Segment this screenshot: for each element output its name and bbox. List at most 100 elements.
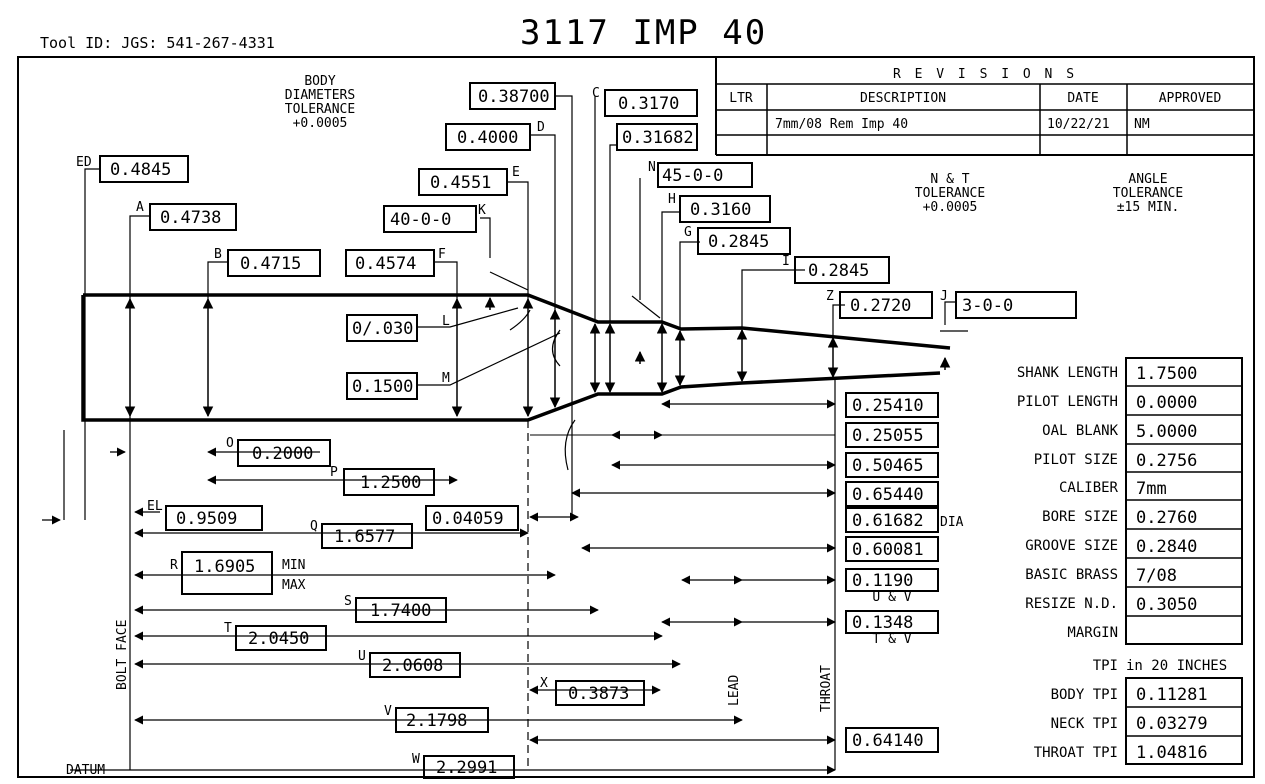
tpi-label: THROAT TPI [1034,745,1118,761]
tool-id: Tool ID: JGS: 541-267-4331 [40,34,275,52]
dia-label: DIA [940,515,964,530]
callout-letter: O [226,436,234,451]
callout-box [425,505,519,531]
tpi-header-label: TPI [1093,658,1118,674]
leader-lines [63,95,956,770]
callout-letter: H [668,192,676,207]
length-arrows [42,399,836,775]
spec-value: 0.2756 [1136,451,1197,471]
callout-box [845,536,939,562]
callout-box [555,680,645,706]
callout-box [469,82,556,110]
callout-box [149,203,237,231]
revisions-title: R E V I S I O N S [893,67,1077,82]
callout-value: 1.7400 [370,601,431,621]
tpi-value: 0.03279 [1136,714,1208,734]
callout-value: 0.3170 [618,94,679,114]
angle-arrows [484,296,951,370]
spec-table: SHANK LENGTH 1.7500 PILOT LENGTH 0.0000 … [1017,357,1243,765]
rev-header-approved: APPROVED [1159,91,1222,106]
callout-box [839,291,933,319]
revisions-table: R E V I S I O N S LTR DESCRIPTION DATE A… [715,57,1254,156]
callout-box [235,625,327,651]
callout-box [355,597,447,623]
rev-header-ltr: LTR [729,91,753,106]
callout-value: 0.2720 [850,296,911,316]
callout-value: 1.2500 [360,473,421,493]
callout-box [845,452,939,478]
callout-value: 0.4715 [240,254,301,274]
callout-value: 3-0-0 [962,296,1013,316]
spec-label: SHANK LENGTH [1017,365,1118,381]
tpi-value: 1.04816 [1136,743,1208,763]
callout-value: 0.1190 [852,571,913,591]
callout-box [616,123,698,151]
callout-box [369,652,461,678]
rev-row-description: 7mm/08 Rem Imp 40 [775,117,908,132]
note-line: BODY [304,74,335,89]
spec-label: GROOVE SIZE [1025,538,1118,554]
axis-labels: BOLT FACE LEAD THROAT DATUM [66,620,834,778]
rev-header-description: DESCRIPTION [860,91,946,106]
callout-letter: R [170,558,178,573]
callout-letter: S [344,594,352,609]
callout-box [657,162,753,188]
callout-value: 45-0-0 [662,166,723,186]
callout-box [418,168,508,196]
spec-value: 7/08 [1136,566,1177,586]
callout-box [845,568,939,592]
spec-value: 0.0000 [1136,393,1197,413]
part-title: 3117 IMP 40 [520,13,767,53]
diameter-arrows [124,297,839,418]
callout-letter: U [358,649,366,664]
callout-letter: X [540,676,548,691]
body-tolerance-note: BODY DIAMETERS TOLERANCE +0.0005 [285,74,355,131]
callout-value: 0.31682 [622,128,694,148]
tv-label: T & V [872,632,911,647]
spec-label: PILOT SIZE [1034,452,1118,468]
callout-letter: Q [310,519,318,534]
datum-label: DATUM [66,763,105,778]
callout-letter: K [478,203,486,218]
rev-row-date: 10/22/21 [1047,117,1110,132]
note-line: TOLERANCE [1113,186,1183,201]
callout-box [227,249,321,277]
callout-value: 0.1500 [352,377,413,397]
rev-header-date: DATE [1067,91,1098,106]
callout-value: 0.3873 [568,684,629,704]
callout-box [845,392,939,418]
callout-letter: G [684,225,692,240]
callout-min-label: MIN [282,558,305,573]
callout-box [845,610,939,634]
callout-box [181,551,273,595]
callout-value: 0.2845 [708,232,769,252]
note-line: ±15 MIN. [1117,200,1180,215]
callout-box [346,372,418,400]
tpi-value: 0.11281 [1136,685,1208,705]
callout-box [99,155,189,183]
callout-box [697,227,791,255]
callout-box [845,481,939,507]
callout-box [237,439,331,467]
callout-box [343,468,435,496]
spec-value: 0.2840 [1136,537,1197,557]
callout-value: 0.2000 [252,444,313,464]
spec-value: 5.0000 [1136,422,1197,442]
spec-label: MARGIN [1067,625,1118,641]
callout-value: 40-0-0 [390,210,451,230]
callout-letter: P [330,465,338,480]
callout-letter: EL [147,499,163,514]
callout-value: 2.2991 [436,758,497,778]
callout-letter: J [940,289,948,304]
rev-row-approved: NM [1134,117,1150,132]
throat-label: THROAT [819,665,834,712]
callouts: ED 0.4845 A 0.4738 B 0.4715 0.4574 F 0.4… [76,82,1077,400]
callout-value: 0.50465 [852,456,924,476]
callout-value: 0.61682 [852,511,924,531]
bolt-face-label: BOLT FACE [115,620,130,690]
drawing-frame [17,56,1255,778]
callout-value: 0.4574 [355,254,416,274]
callout-value: 0.64140 [852,731,924,751]
callout-box [679,195,771,223]
callout-max-label: MAX [282,578,306,593]
